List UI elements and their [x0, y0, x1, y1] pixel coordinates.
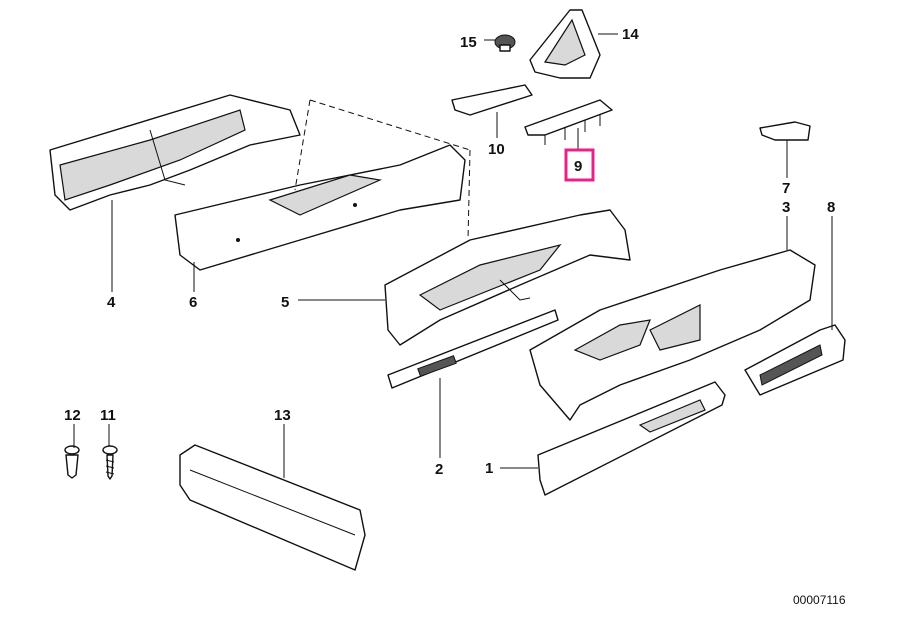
label-4[interactable]: 4 — [107, 294, 116, 311]
part-13-shape[interactable] — [179, 444, 366, 571]
part-15-shape[interactable] — [494, 34, 516, 52]
label-6[interactable]: 6 — [189, 294, 197, 311]
label-7[interactable]: 7 — [782, 180, 790, 197]
part-2-shape[interactable] — [387, 309, 559, 389]
label-12[interactable]: 12 — [64, 407, 81, 424]
part-1-shape[interactable] — [537, 381, 726, 496]
label-15[interactable]: 15 — [460, 34, 477, 51]
label-9[interactable]: 9 — [574, 158, 582, 175]
highlight-box — [564, 148, 595, 182]
part-9-shape[interactable] — [524, 99, 613, 145]
part-10-shape[interactable] — [451, 84, 533, 116]
label-8[interactable]: 8 — [827, 199, 835, 216]
part-5-shape[interactable] — [384, 209, 631, 346]
part-3-shape[interactable] — [529, 249, 816, 421]
part-6-shape[interactable] — [174, 144, 466, 271]
part-8-shape[interactable] — [744, 324, 846, 396]
label-11[interactable]: 11 — [100, 407, 116, 424]
diagram-code: 00007116 — [793, 593, 846, 607]
part-12-shape[interactable] — [64, 445, 80, 479]
label-2[interactable]: 2 — [435, 461, 443, 478]
part-11-shape[interactable] — [102, 445, 118, 480]
label-3[interactable]: 3 — [782, 199, 790, 216]
label-14[interactable]: 14 — [622, 26, 639, 43]
label-5[interactable]: 5 — [281, 294, 289, 311]
label-10[interactable]: 10 — [488, 141, 505, 158]
part-4-shape[interactable] — [49, 94, 301, 211]
part-7-shape[interactable] — [759, 121, 811, 141]
part-14-shape[interactable] — [529, 9, 601, 79]
label-13[interactable]: 13 — [274, 407, 291, 424]
label-1[interactable]: 1 — [485, 460, 493, 477]
